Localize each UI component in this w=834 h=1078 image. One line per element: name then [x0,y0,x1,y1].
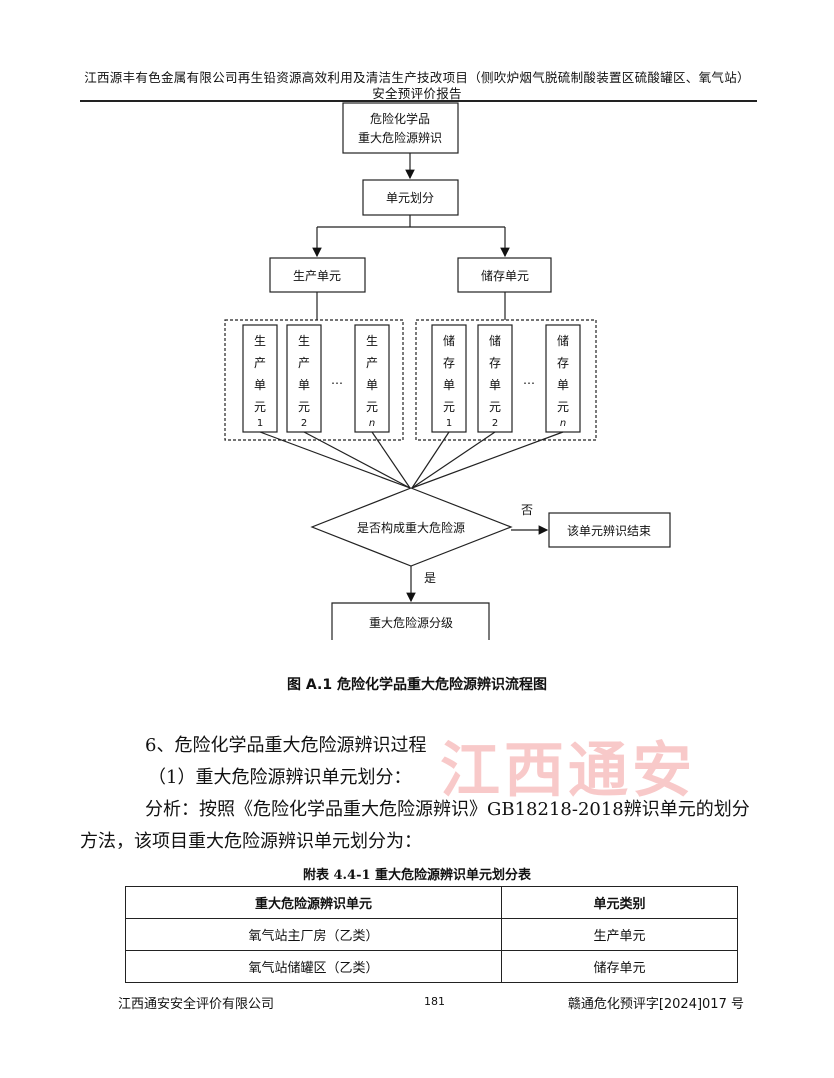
stor-ellipsis: … [523,373,535,387]
svg-text:存: 存 [557,356,569,370]
cell: 氧气站储罐区（乙类） [125,950,502,983]
svg-text:单: 单 [254,378,266,392]
svg-text:单: 单 [443,378,455,392]
prod-unit-2: 生产单元 2 [298,334,310,429]
cell: 生产单元 [501,918,738,951]
figure-caption: 图 A.1 危险化学品重大危险源辨识流程图 [287,677,547,693]
production-group [224,319,404,441]
header-rule [80,100,757,102]
svg-text:单: 单 [366,378,378,392]
divide-label: 单元划分 [386,191,434,205]
svg-text:储: 储 [489,333,501,348]
section-heading: 6、危险化学品重大危险源辨识过程 [145,735,427,756]
production-label: 生产单元 [293,269,341,283]
prod-unit-1: 生产单元 1 [254,334,266,429]
no-label: 否 [521,503,533,517]
svg-text:1: 1 [257,418,263,429]
grade-label: 重大危险源分级 [369,615,453,630]
svg-text:n: n [369,418,375,429]
header-subtitle: 安全预评价报告 [372,86,462,101]
svg-text:存: 存 [443,356,455,370]
svg-text:元: 元 [443,400,455,414]
table-row: 氧气站储罐区（乙类）储存单元 [125,950,738,983]
header-title: 江西源丰有色金属有限公司再生铅资源高效利用及清洁生产技改项目（侧吹炉烟气脱硫制酸… [84,70,750,85]
header-cell: 重大危险源辨识单元 [125,886,502,919]
paragraph-line2: 方法，该项目重大危险源辨识单元划分为： [80,831,422,852]
grade-box [331,602,490,640]
storage-label: 储存单元 [481,268,529,283]
svg-text:产: 产 [366,356,378,370]
paragraph-line1: 分析：按照《危险化学品重大危险源辨识》GB18218-2018辨识单元的划分 [145,799,750,820]
svg-text:元: 元 [366,400,378,414]
svg-text:单: 单 [298,378,310,392]
table-title: 附表 4.4-1 重大危险源辨识单元划分表 [302,868,532,883]
stor-unit-2: 储存单元 2 [489,333,501,429]
page-number: 181 [424,995,445,1008]
footer-code: 赣通危化预评字[2024]017 号 [567,997,744,1012]
yes-label: 是 [424,571,436,585]
decision-label: 是否构成重大危险源 [357,520,465,535]
start-line2: 重大危险源辨识 [358,130,442,145]
svg-text:元: 元 [489,400,501,414]
cell: 氧气站主厂房（乙类） [125,918,502,951]
prod-ellipsis: … [331,373,343,387]
storage-group [415,319,597,441]
svg-text:单: 单 [557,378,569,392]
svg-text:1: 1 [446,418,452,429]
table-row: 氧气站主厂房（乙类）生产单元 [125,918,738,951]
svg-text:存: 存 [489,356,501,370]
svg-text:产: 产 [254,356,266,370]
svg-text:生: 生 [366,334,378,348]
svg-text:产: 产 [298,356,310,370]
footer-company: 江西通安安全评价有限公司 [118,997,275,1012]
stor-unit-1: 储存单元 1 [443,333,455,429]
svg-text:生: 生 [298,334,310,348]
start-line1: 危险化学品 [370,111,430,126]
svg-text:元: 元 [557,400,569,414]
header-cell: 单元类别 [501,886,738,919]
svg-text:2: 2 [492,418,498,429]
cell: 储存单元 [501,950,738,983]
svg-text:生: 生 [254,334,266,348]
svg-text:储: 储 [443,333,455,348]
svg-text:2: 2 [301,418,307,429]
svg-text:单: 单 [489,378,501,392]
end-label: 该单元辨识结束 [567,524,651,538]
svg-text:元: 元 [254,400,266,414]
svg-text:储: 储 [557,333,569,348]
svg-text:元: 元 [298,400,310,414]
watermark: 江西通安 [440,736,696,806]
table-header-row: 重大危险源辨识单元单元类别 [125,886,738,919]
subsection-heading: （1）重大危险源辨识单元划分： [148,767,412,788]
end-box [548,512,671,548]
start-box [342,102,459,154]
svg-text:n: n [560,418,566,429]
unit-table: 重大危险源辨识单元单元类别 氧气站主厂房（乙类）生产单元 氧气站储罐区（乙类）储… [125,886,738,983]
